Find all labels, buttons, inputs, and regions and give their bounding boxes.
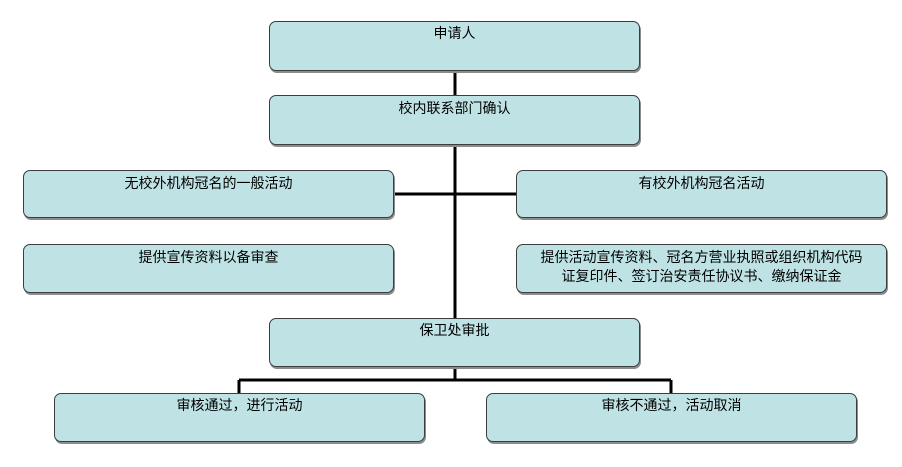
node-sponsored-requirement: 提供活动宣传资料、冠名方营业执照或组织机构代码 证复印件、签订治安责任协议书、缴… xyxy=(516,244,887,293)
node-sponsored-requirement-line2: 证复印件、签订治安责任协议书、缴纳保证金 xyxy=(561,269,842,285)
node-sponsored-activity-label: 有校外机构冠名活动 xyxy=(638,176,765,192)
node-general-requirement-label: 提供宣传资料以备审查 xyxy=(138,250,279,266)
node-dept-confirm-label: 校内联系部门确认 xyxy=(398,101,511,117)
node-sponsored-requirement-line1: 提供活动宣传资料、冠名方营业执照或组织机构代码 xyxy=(540,250,863,266)
node-applicant: 申请人 xyxy=(269,21,640,71)
node-security-review: 保卫处审批 xyxy=(269,318,640,367)
node-security-review-label: 保卫处审批 xyxy=(419,323,490,339)
node-approved: 审核通过，进行活动 xyxy=(54,393,425,442)
node-approved-label: 审核通过，进行活动 xyxy=(176,398,303,414)
node-rejected-label: 审核不通过，活动取消 xyxy=(601,398,742,414)
node-general-activity-label: 无校外机构冠名的一般活动 xyxy=(124,176,293,192)
node-general-activity: 无校外机构冠名的一般活动 xyxy=(23,170,394,218)
node-dept-confirm: 校内联系部门确认 xyxy=(269,95,640,145)
node-general-requirement: 提供宣传资料以备审查 xyxy=(23,244,394,293)
node-applicant-label: 申请人 xyxy=(433,26,476,42)
node-sponsored-activity: 有校外机构冠名活动 xyxy=(516,170,887,218)
node-rejected: 审核不通过，活动取消 xyxy=(486,393,857,442)
